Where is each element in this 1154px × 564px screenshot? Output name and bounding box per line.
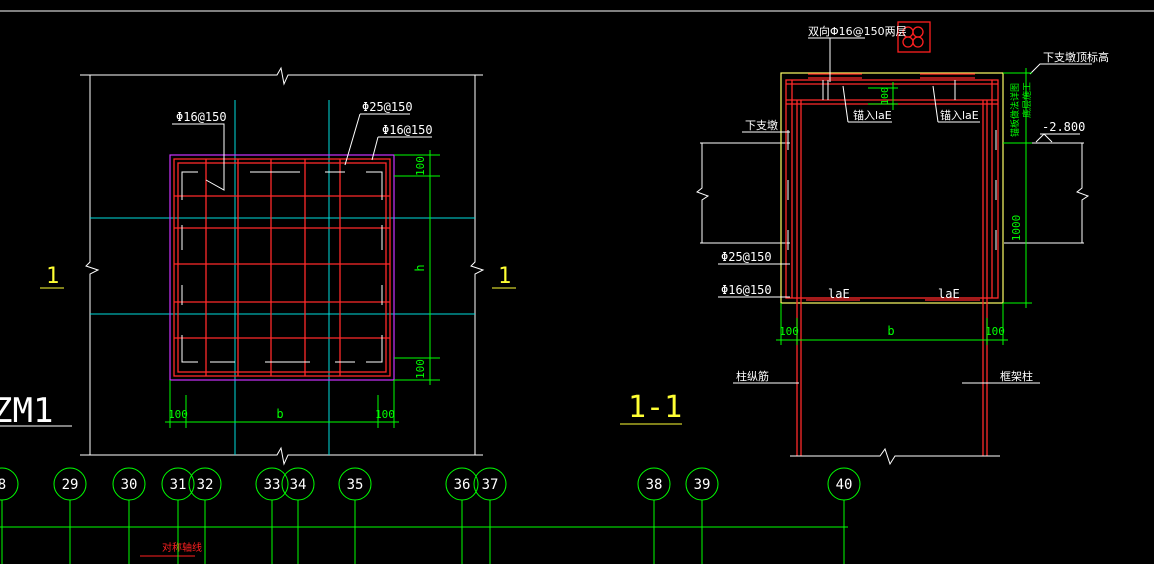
grid-axis-label: 30 bbox=[121, 477, 138, 493]
section-view[interactable]: 双向Φ16@150两层 下支墩顶标高 锚板做法详图 底层施工 -2.800 下支… bbox=[620, 21, 1109, 466]
grid-bubble[interactable]: 36 bbox=[445, 467, 479, 564]
pier-outline bbox=[780, 72, 1004, 304]
section-top-note: 双向Φ16@150两层 bbox=[808, 24, 907, 38]
plan-rebar-label-c: Φ16@150 bbox=[382, 123, 433, 137]
section-vertical-note-1: 锚板做法详图 bbox=[1009, 83, 1021, 137]
plan-dim-right: 100 bbox=[375, 408, 395, 421]
section-pier-outline bbox=[695, 142, 1090, 244]
grid-axis-label: 8 bbox=[0, 477, 6, 493]
section-dimensions bbox=[776, 68, 1032, 345]
section-lae-left: laE bbox=[828, 287, 850, 301]
grid-bubble[interactable]: 35 bbox=[338, 467, 372, 564]
grid-axis-label: 33 bbox=[264, 477, 281, 493]
rebar-symbol-icon bbox=[897, 21, 931, 53]
section-column-left: 柱纵筋 bbox=[736, 369, 769, 383]
grid-axis-label: 31 bbox=[170, 477, 187, 493]
section-mark-left: 1 bbox=[46, 264, 59, 289]
axis-note: 对称轴线 bbox=[162, 541, 202, 554]
section-rebar-stirrup: Φ16@150 bbox=[721, 283, 772, 297]
grid-axis-label: 29 bbox=[62, 477, 79, 493]
grid-bubble[interactable]: 8 bbox=[0, 467, 19, 564]
grid-axis-label: 36 bbox=[454, 477, 471, 493]
plan-hook-bars bbox=[181, 171, 383, 363]
grid-bubble[interactable]: 29 bbox=[53, 467, 87, 564]
grid-bubble[interactable]: 37 bbox=[473, 467, 507, 564]
section-rebar-main: Φ25@150 bbox=[721, 250, 772, 264]
plan-center-lines bbox=[90, 100, 475, 455]
plan-view[interactable]: Φ16@150 Φ25@150 Φ16@150 100 h 100 100 b … bbox=[0, 66, 516, 466]
plan-dimensions bbox=[165, 150, 440, 428]
section-rebar-ticks bbox=[787, 80, 997, 250]
section-dim-100-top: 100 bbox=[880, 87, 891, 105]
plan-rebar-label-b: Φ25@150 bbox=[362, 100, 413, 114]
plan-dim-bottom: 100 bbox=[414, 359, 427, 379]
section-anchor-left: 锚入laE bbox=[853, 108, 892, 122]
plan-dim-b: b bbox=[276, 407, 283, 421]
grid-axis-label: 39 bbox=[694, 477, 711, 493]
plan-dim-left: 100 bbox=[168, 408, 188, 421]
section-column-right: 框架柱 bbox=[1000, 369, 1033, 383]
section-lae-right: laE bbox=[938, 287, 960, 301]
grid-bubble[interactable]: 40 bbox=[827, 467, 861, 564]
grid-axis-label: 34 bbox=[290, 477, 307, 493]
plan-rebar-grid bbox=[173, 158, 391, 377]
section-dim-1000: 1000 bbox=[1010, 215, 1023, 242]
grid-bubble[interactable]: 33 bbox=[255, 467, 289, 564]
section-title: 1-1 bbox=[628, 390, 682, 425]
grid-bubble[interactable]: 34 bbox=[281, 467, 315, 564]
section-elevation: -2.800 bbox=[1042, 120, 1085, 134]
grid-axis-label: 32 bbox=[197, 477, 214, 493]
section-lower-pier-label: 下支墩 bbox=[745, 118, 778, 132]
grid-axis-label: 37 bbox=[482, 477, 499, 493]
section-dim-right: 100 bbox=[985, 325, 1005, 338]
plan-leaders bbox=[172, 113, 432, 191]
grid-axis-label: 40 bbox=[836, 477, 853, 493]
section-dim-b: b bbox=[887, 324, 894, 338]
frame-column-outline bbox=[790, 447, 1000, 466]
section-dim-left: 100 bbox=[779, 325, 799, 338]
grid-axis-row[interactable]: 对称轴线 8 29 30 31 32 33 34 35 36 37 38 39 … bbox=[0, 467, 861, 564]
grid-axis-label: 35 bbox=[347, 477, 364, 493]
grid-bubble[interactable]: 31 bbox=[161, 467, 195, 564]
plan-title: ZM1 bbox=[0, 391, 53, 431]
grid-axis-label: 38 bbox=[646, 477, 663, 493]
section-vertical-note-2: 底层施工 bbox=[1021, 82, 1033, 118]
section-mark-right: 1 bbox=[498, 264, 511, 289]
section-rebar bbox=[785, 73, 999, 456]
plan-dim-h: h bbox=[413, 264, 427, 271]
section-top-right-note: 下支墩顶标高 bbox=[1043, 50, 1109, 64]
plan-break-outline bbox=[80, 66, 485, 466]
section-anchor-right: 锚入laE bbox=[940, 108, 979, 122]
plan-rebar-label-a: Φ16@150 bbox=[176, 110, 227, 124]
column-outline bbox=[169, 154, 395, 381]
plan-dim-top: 100 bbox=[414, 156, 427, 176]
grid-bubble[interactable]: 30 bbox=[112, 467, 146, 564]
grid-bubble[interactable]: 38 bbox=[637, 467, 671, 564]
grid-bubble[interactable]: 32 bbox=[188, 467, 222, 564]
section-leaders bbox=[718, 37, 1092, 384]
grid-bubble[interactable]: 39 bbox=[685, 467, 719, 564]
